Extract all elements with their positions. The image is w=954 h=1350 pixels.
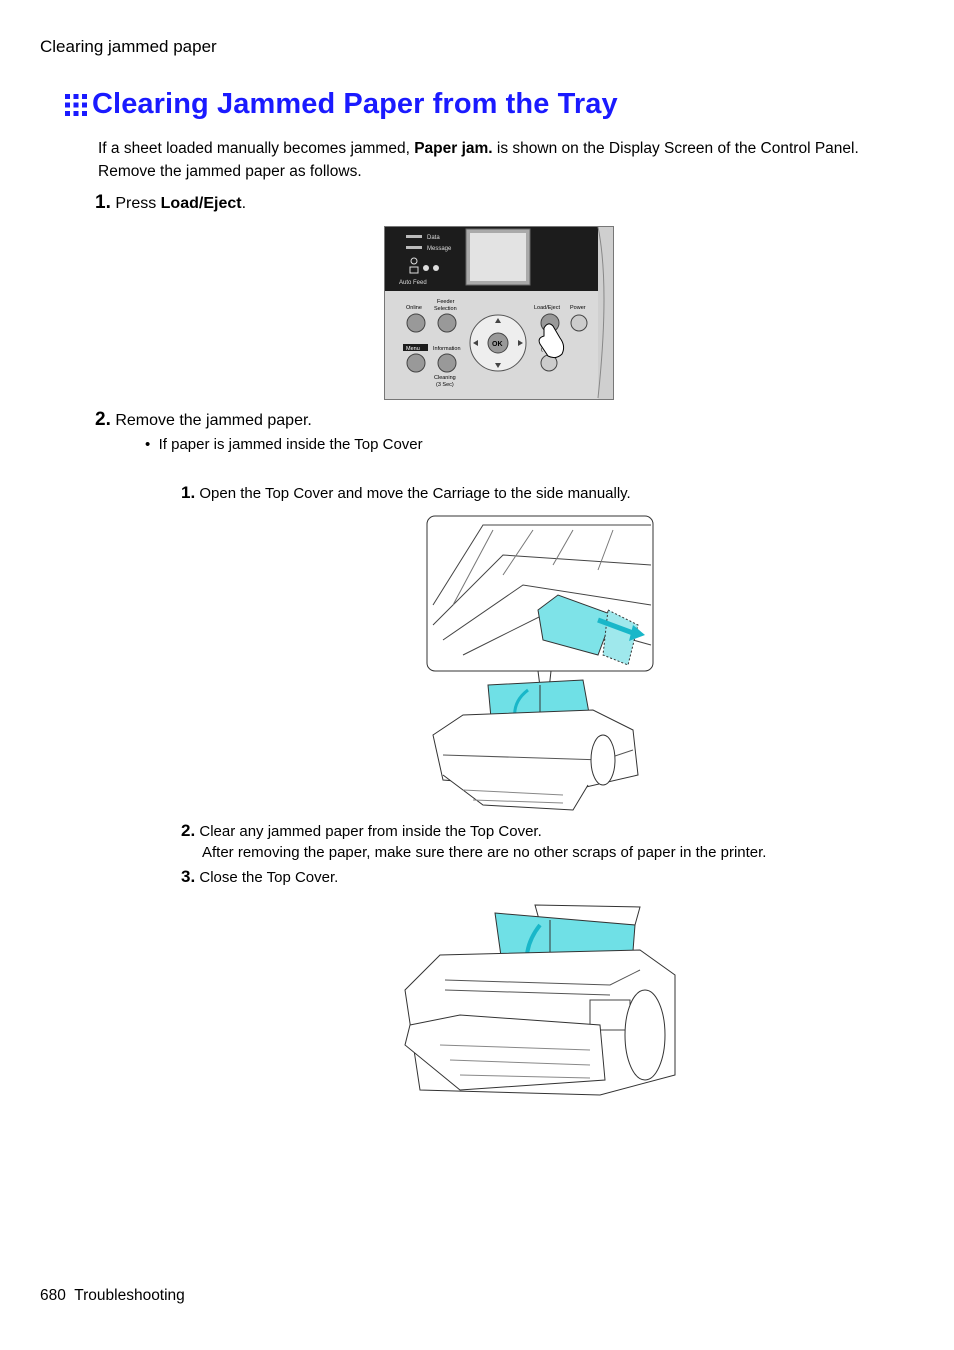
step-1-text-after: . — [241, 195, 247, 212]
step-2: 2. Remove the jammed paper. — [95, 409, 312, 431]
substep-2-note: After removing the paper, make sure ther… — [202, 844, 767, 861]
step-1: 1. Press Load/Eject. — [95, 192, 246, 214]
section-title: Clearing Jammed Paper from the Tray — [92, 88, 618, 120]
substep-3-text: Close the Top Cover. — [199, 869, 339, 886]
bullet-item: • If paper is jammed inside the Top Cove… — [145, 436, 423, 453]
substep-2-number: 2. — [181, 821, 196, 840]
label-information: Information — [433, 346, 461, 352]
intro-text-before: If a sheet loaded manually becomes jamme… — [98, 140, 415, 157]
label-ok: OK — [492, 341, 503, 348]
label-feeder-1: Feeder — [437, 299, 455, 305]
substep-1-text: Open the Top Cover and move the Carriage… — [199, 485, 631, 502]
step-1-bold: Load/Eject — [160, 195, 242, 212]
substep-3: 3. Close the Top Cover. — [181, 867, 338, 887]
label-feeder-2: Selection — [434, 306, 457, 312]
substep-2: 2. Clear any jammed paper from inside th… — [181, 820, 766, 863]
close-cover-illustration — [404, 904, 676, 1096]
label-cleaning-2: (3 Sec) — [436, 382, 454, 388]
label-menu: Menu — [406, 346, 420, 352]
label-load-eject: Load/Eject — [534, 305, 560, 311]
label-data: Data — [427, 235, 440, 241]
page-footer: 680 Troubleshooting — [40, 1287, 185, 1305]
intro-paragraph: If a sheet loaded manually becomes jamme… — [98, 137, 868, 183]
grid-icon — [65, 93, 87, 116]
intro-bold-term: Paper jam. — [414, 140, 493, 157]
step-1-text-before: Press — [115, 195, 161, 212]
substep-1: 1. Open the Top Cover and move the Carri… — [181, 483, 631, 503]
section-title-row: Clearing Jammed Paper from the Tray — [64, 88, 618, 121]
substep-3-number: 3. — [181, 867, 196, 886]
label-cleaning-1: Cleaning — [434, 375, 456, 381]
label-auto-feed: Auto Feed — [399, 280, 427, 286]
substep-1-number: 1. — [181, 483, 196, 502]
footer-section: Troubleshooting — [74, 1287, 185, 1304]
page-number: 680 — [40, 1287, 66, 1304]
intro-text-after: is shown on the Display Screen of the Co… — [98, 140, 859, 180]
running-header: Clearing jammed paper — [40, 37, 217, 56]
step-2-text: Remove the jammed paper. — [115, 412, 312, 429]
substep-2-text: Clear any jammed paper from inside the T… — [199, 823, 542, 840]
control-panel-illustration: Data Message Auto Feed Online Feeder Sel… — [384, 226, 614, 400]
label-message: Message — [427, 246, 452, 252]
bullet-marker: • — [145, 436, 151, 453]
step-1-number: 1. — [95, 192, 111, 213]
label-online: Online — [406, 305, 422, 311]
step-2-number: 2. — [95, 409, 111, 430]
label-power: Power — [570, 305, 586, 311]
open-cover-illustration — [426, 515, 654, 811]
bullet-text: If paper is jammed inside the Top Cover — [158, 436, 423, 453]
